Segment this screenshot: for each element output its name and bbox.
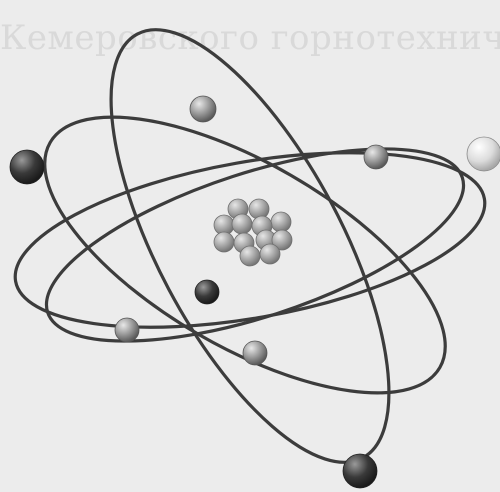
electron-left: [9, 149, 45, 185]
electron-bottom: [342, 453, 378, 489]
nucleus: [213, 198, 293, 267]
electron-center-dark: [194, 279, 220, 305]
electron-top: [189, 95, 217, 123]
orbit-tilted-up: [44, 147, 466, 343]
background-watermark-text: Кемеровского горнотехническ: [0, 18, 500, 58]
electron-lower-center: [242, 340, 268, 366]
electron-right-inner: [363, 144, 389, 170]
electron-right-outer: [466, 136, 500, 172]
electrons: [9, 95, 500, 489]
electron-lower-left: [114, 317, 140, 343]
